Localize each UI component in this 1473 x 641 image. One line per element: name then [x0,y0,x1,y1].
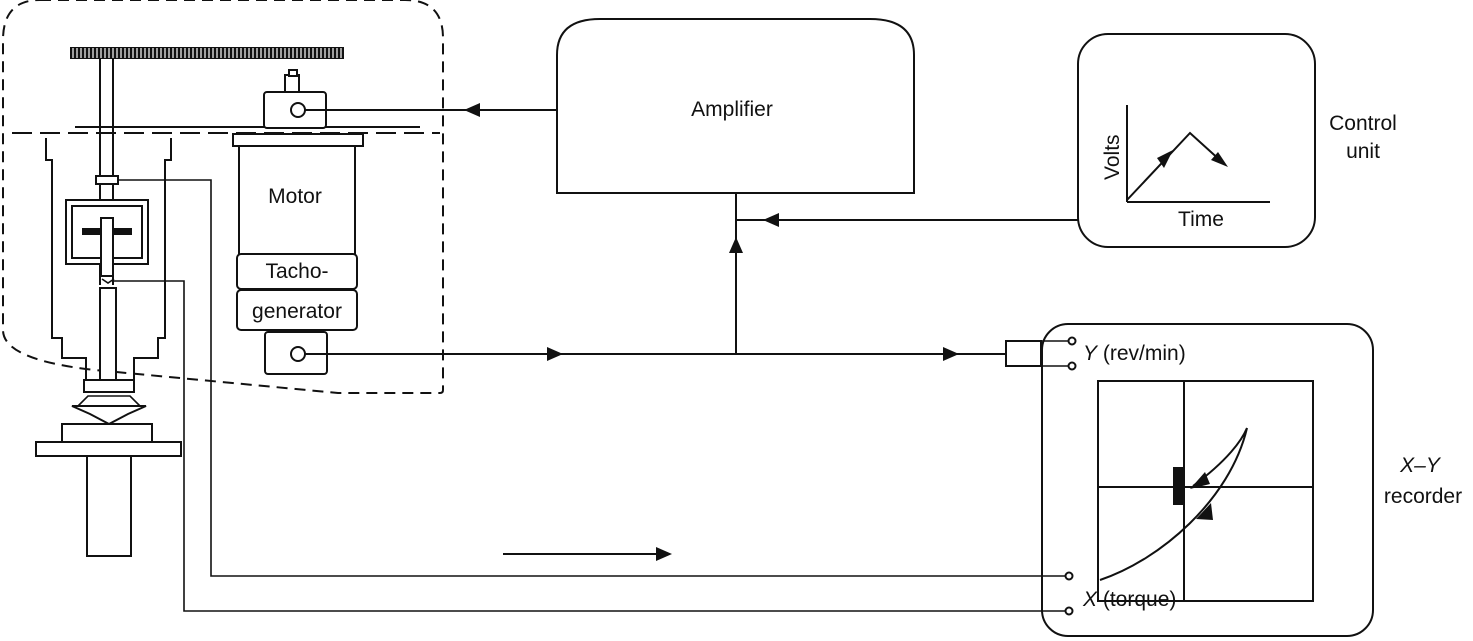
torque-spring-right [113,228,132,235]
specimen-table [35,441,182,457]
gear-rack [70,47,344,59]
y-input-connector [1005,340,1042,367]
recorder-plot-area [1097,380,1314,602]
tacho-signal-arrow-2 [943,347,959,361]
recorder-pen [1173,467,1183,505]
trace-up-arrowhead [1196,503,1213,520]
motor-terminal-post [284,74,300,93]
ramp-up-arrowhead [1157,150,1173,168]
torque-shaft [100,217,114,277]
control-label-line1: Control [1329,112,1397,135]
y-axis-label: Y (rev/min) [1083,342,1186,365]
motor-input-terminal [290,102,306,118]
x-axis-label: X (torque) [1082,588,1176,611]
tacho-output-terminal [290,346,306,362]
dashed-enclosure [2,0,444,394]
time-axis-label: Time [1178,208,1224,231]
amplifier-to-motor-arrow [464,103,480,117]
gear-teeth [72,48,342,58]
tachogenerator-lower [236,289,358,331]
xy-recorder: Y (rev/min) X (torque) X–Y recorder [1005,323,1462,637]
control-unit-box [1077,33,1316,248]
tacho-signal-arrow-1 [547,347,563,361]
ramp-down-arrowhead [1211,152,1228,167]
x-axis-letter: X [1082,588,1098,611]
signal-wiring [114,103,1078,612]
x-terminal-2 [1064,606,1074,616]
motor-body [238,145,356,257]
x-terminal-1 [1064,571,1074,581]
x-axis-unit: (torque) [1097,588,1176,611]
amplifier-box [556,18,915,194]
trace-down-arrowhead [1190,472,1210,489]
y-terminal-2 [1067,361,1077,371]
torque-speed-trace [1099,427,1248,581]
control-label-line2: unit [1346,140,1380,163]
feedback-arrow [729,237,743,253]
specimen-base [86,455,132,557]
torque-spring-left [82,228,101,235]
xy-recorder-label-line2: recorder [1384,485,1462,508]
tacho-label-line1: Tacho- [265,260,328,283]
amplifier: Amplifier [556,18,915,194]
lower-shaft [99,287,117,381]
control-ramp-waveform [1126,131,1223,201]
y-axis-letter: Y [1083,342,1099,365]
xy-recorder-label-line1: X–Y [1399,454,1442,477]
tool-bit [83,379,135,393]
flow-direction-arrowhead [656,547,672,561]
tool-cone-top [77,395,141,407]
amplifier-label: Amplifier [691,98,773,121]
motor-terminal-cap [288,69,298,77]
y-terminal-1 [1067,336,1077,346]
y-axis-unit: (rev/min) [1097,342,1186,365]
motor-flange [232,133,364,147]
shaft-joint [101,278,115,284]
torque-signal-wire-1 [118,179,1066,577]
test-rig: Motor Tacho- generator [2,0,444,557]
tool-cone [71,405,147,426]
control-unit: Volts Time Control unit [1077,33,1397,248]
control-signal-arrow [763,213,779,227]
spindle-collar [95,175,119,185]
motor-label: Motor [268,185,322,208]
tacho-label-line2: generator [252,300,342,323]
specimen-top [61,423,153,443]
torque-signal-wire-2 [114,280,1066,612]
volts-axis-label: Volts [1101,134,1124,180]
